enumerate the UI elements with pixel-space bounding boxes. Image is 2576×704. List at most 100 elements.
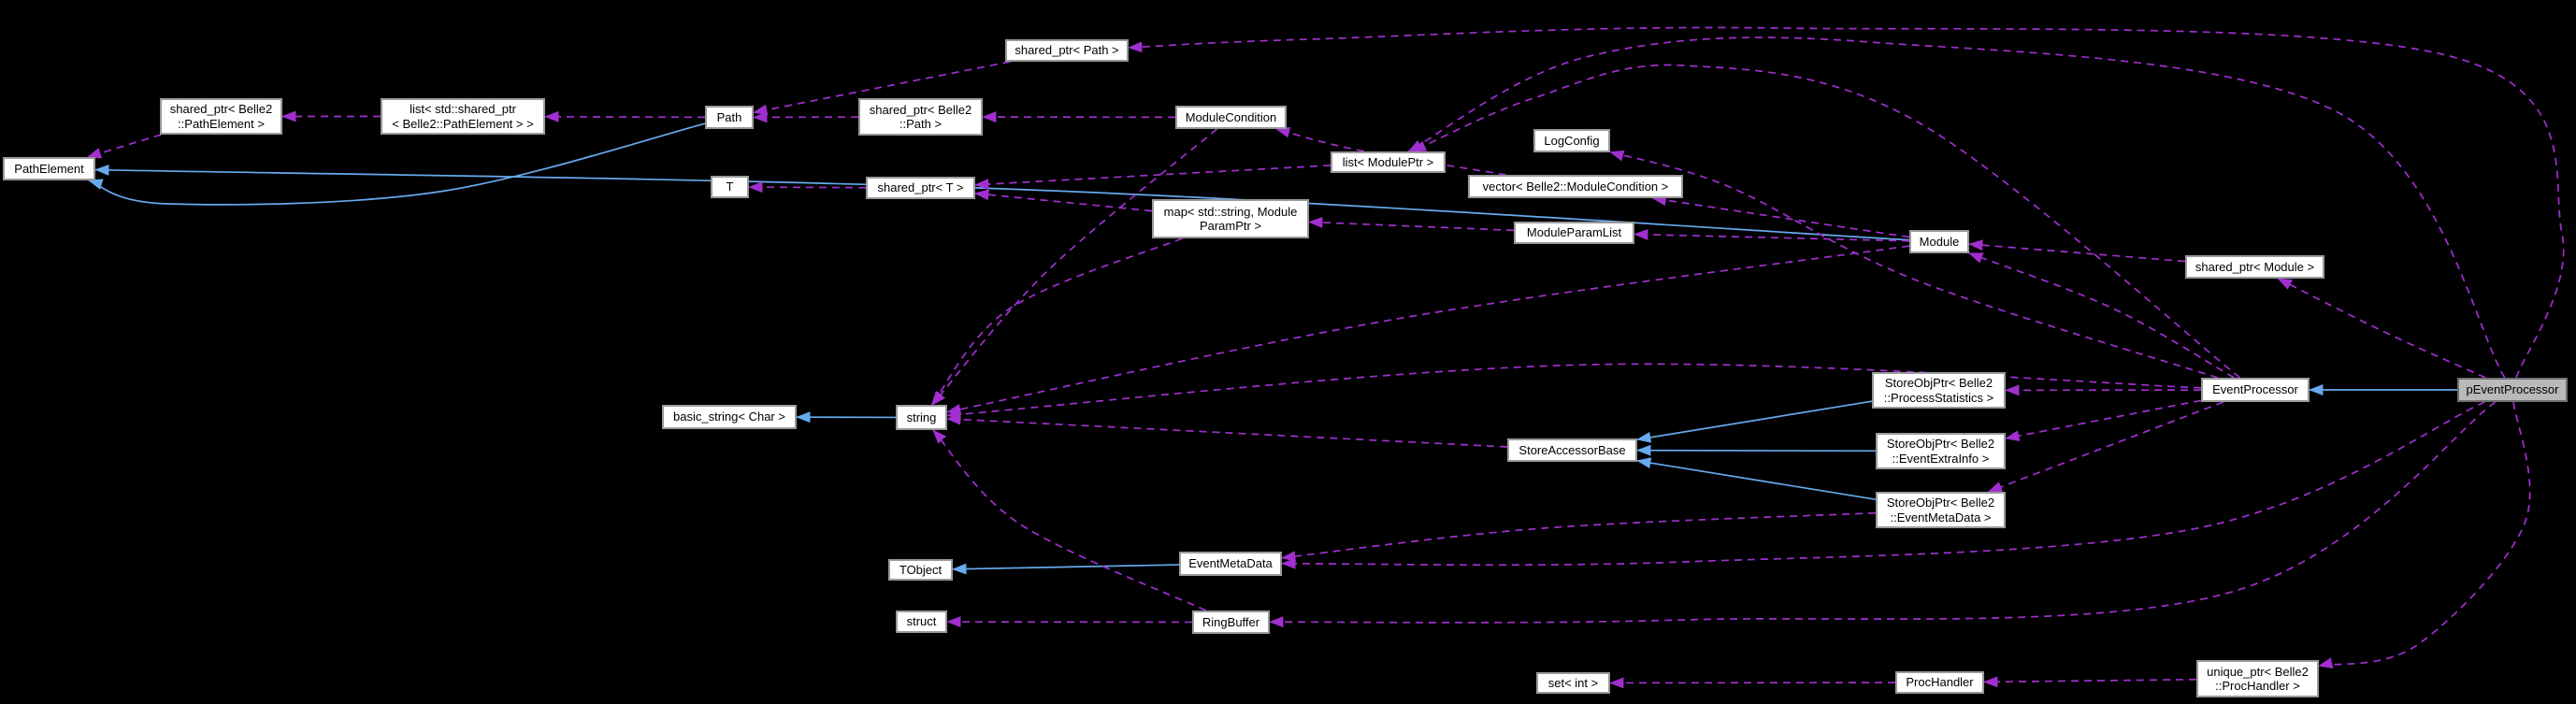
node-label: ProcHandler: [1906, 675, 1974, 690]
node-sp-module[interactable]: shared_ptr< Module >: [2185, 255, 2324, 279]
node-label: StoreAccessorBase: [1518, 442, 1626, 457]
node-sp-b2-pathelement[interactable]: shared_ptr< Belle2::PathElement >: [160, 98, 282, 135]
edge-path-to-pathelement: [88, 122, 706, 206]
node-modulecondition[interactable]: ModuleCondition: [1175, 106, 1287, 129]
node-label: ::ProcessStatistics >: [1883, 390, 1994, 405]
node-struct[interactable]: struct: [896, 611, 947, 633]
node-path[interactable]: Path: [705, 106, 754, 129]
edge-eventprocessor-to-sop-eventextrainfo: [2005, 399, 2202, 442]
node-basic-string[interactable]: basic_string< Char >: [662, 405, 797, 429]
edge-sp-b2-pathelement-to-pathelement: [86, 134, 162, 159]
edge-storeaccessorbase-to-string: [946, 413, 1508, 448]
edge-peventprocessor-to-list-moduleptr: [1407, 36, 2506, 379]
edge-eventprocessor-to-string: [946, 363, 2202, 421]
node-label: ModuleCondition: [1185, 109, 1277, 124]
node-label: shared_ptr< T >: [877, 180, 964, 195]
node-label: TObject: [899, 562, 943, 577]
node-label: ::Path >: [899, 117, 943, 131]
node-label: unique_ptr< Belle2: [2207, 664, 2309, 679]
edge-peventprocessor-to-up-prochandler: [2318, 401, 2531, 669]
edge-peventprocessor-to-ringbuffer: [1269, 401, 2497, 628]
node-label: shared_ptr< Module >: [2195, 259, 2315, 274]
edge-ringbuffer-to-string: [932, 429, 1207, 611]
node-pathelement[interactable]: PathElement: [3, 157, 95, 180]
edge-sp-module-to-module: [1968, 239, 2186, 263]
edge-peventprocessor-to-sp-module: [2277, 278, 2486, 379]
node-label: Path: [716, 109, 742, 124]
node-label: set< int >: [1547, 675, 1599, 690]
node-label: shared_ptr< Belle2: [169, 102, 273, 116]
edge-vector-mc-to-modulecondition: [1275, 126, 1506, 176]
node-eventmetadata[interactable]: EventMetaData: [1179, 552, 1282, 576]
node-label: shared_ptr< Path >: [1015, 43, 1119, 58]
node-list-sp-pathelement[interactable]: list< std::shared_ptr< Belle2::PathEleme…: [381, 98, 545, 135]
node-sop-eventmetadata[interactable]: StoreObjPtr< Belle2::EventMetaData >: [1876, 492, 2006, 528]
node-label: basic_string< Char >: [673, 409, 785, 424]
node-label: ::EventExtraInfo >: [1892, 451, 1990, 466]
node-string[interactable]: string: [896, 405, 947, 430]
node-label: PathElement: [14, 161, 84, 176]
node-label: ::PathElement >: [178, 116, 265, 131]
edge-module-to-vector-mc: [1651, 194, 1910, 238]
node-label: StoreObjPtr< Belle2: [1886, 496, 1995, 510]
edge-eventprocessor-to-list-moduleptr: [1411, 64, 2241, 379]
node-label: RingBuffer: [1202, 614, 1260, 629]
edge-list-moduleptr-to-sp-t: [974, 165, 1331, 190]
edge-peventprocessor-to-sp-path: [1128, 26, 2565, 379]
edge-peventprocessor-to-eventmetadata: [1281, 401, 2485, 569]
node-list-moduleptr[interactable]: list< ModulePtr >: [1331, 151, 1446, 173]
node-sp-path[interactable]: shared_ptr< Path >: [1005, 39, 1129, 62]
node-sp-t[interactable]: shared_ptr< T >: [866, 177, 975, 199]
node-peventprocessor[interactable]: pEventProcessor: [2457, 378, 2568, 402]
edge-sop-processstats-to-storeaccessorbase: [1636, 400, 1873, 443]
node-label: string: [906, 409, 937, 424]
node-t[interactable]: T: [711, 176, 749, 198]
edge-eventprocessor-to-module: [1968, 252, 2235, 379]
edge-sop-eventmetadata-to-storeaccessorbase: [1636, 457, 1877, 501]
node-label: ModuleParamList: [1526, 225, 1622, 240]
node-ringbuffer[interactable]: RingBuffer: [1192, 611, 1270, 634]
edge-path-to-list-sp-pathelement: [544, 110, 706, 122]
edge-sop-eventmetadata-to-eventmetadata: [1281, 511, 1877, 563]
node-eventprocessor[interactable]: EventProcessor: [2201, 378, 2310, 402]
edge-sp-path-to-path: [753, 61, 1011, 116]
node-label: ParamPtr >: [1199, 219, 1262, 233]
node-label: ::ProcHandler >: [2215, 679, 2300, 693]
node-label: EventProcessor: [2212, 382, 2298, 397]
node-label: StoreObjPtr< Belle2: [1884, 376, 1993, 390]
edge-eventprocessor-to-sop-eventmetadata: [1987, 401, 2224, 493]
node-tobject[interactable]: TObject: [888, 559, 953, 581]
node-set-int[interactable]: set< int >: [1536, 672, 1610, 694]
node-up-prochandler[interactable]: unique_ptr< Belle2::ProcHandler >: [2196, 660, 2319, 697]
node-moduleparamlist[interactable]: ModuleParamList: [1514, 222, 1634, 244]
node-label: shared_ptr< Belle2: [869, 102, 972, 117]
node-storeaccessorbase[interactable]: StoreAccessorBase: [1507, 438, 1637, 462]
node-label: map< std::string, Module: [1163, 204, 1298, 219]
edge-module-to-moduleparamlist: [1633, 228, 1910, 242]
edge-module-to-string: [946, 245, 1910, 415]
node-label: LogConfig: [1544, 133, 1600, 148]
edge-moduleparamlist-to-map-mpp: [1308, 217, 1515, 232]
node-label: list< ModulePtr >: [1342, 154, 1434, 169]
node-sop-processstats[interactable]: StoreObjPtr< Belle2::ProcessStatistics >: [1872, 372, 2006, 409]
node-label: Module: [1919, 234, 1960, 249]
node-label: struct: [906, 614, 937, 629]
edge-eventmetadata-to-tobject: [952, 563, 1180, 575]
edge-sp-t-to-t: [748, 181, 867, 194]
node-label: list< std::shared_ptr: [410, 102, 516, 116]
edge-map-mpp-to-string: [930, 237, 1183, 406]
node-module[interactable]: Module: [1909, 230, 1969, 253]
edge-modulecondition-to-string: [931, 128, 1218, 406]
node-label: ::EventMetaData >: [1890, 510, 1992, 524]
node-sp-b2-path[interactable]: shared_ptr< Belle2::Path >: [858, 98, 983, 136]
edge-eventprocessor-to-logconfig: [1609, 150, 2219, 379]
node-logconfig[interactable]: LogConfig: [1533, 129, 1610, 152]
edge-map-mpp-to-sp-t: [974, 189, 1153, 212]
node-prochandler[interactable]: ProcHandler: [1895, 671, 1984, 694]
node-label: vector< Belle2::ModuleCondition >: [1482, 179, 1669, 194]
node-vector-mc[interactable]: vector< Belle2::ModuleCondition >: [1468, 175, 1683, 198]
node-sop-eventextrainfo[interactable]: StoreObjPtr< Belle2::EventExtraInfo >: [1876, 433, 2006, 469]
edge-sop-eventextrainfo-to-storeaccessorbase: [1636, 444, 1877, 456]
